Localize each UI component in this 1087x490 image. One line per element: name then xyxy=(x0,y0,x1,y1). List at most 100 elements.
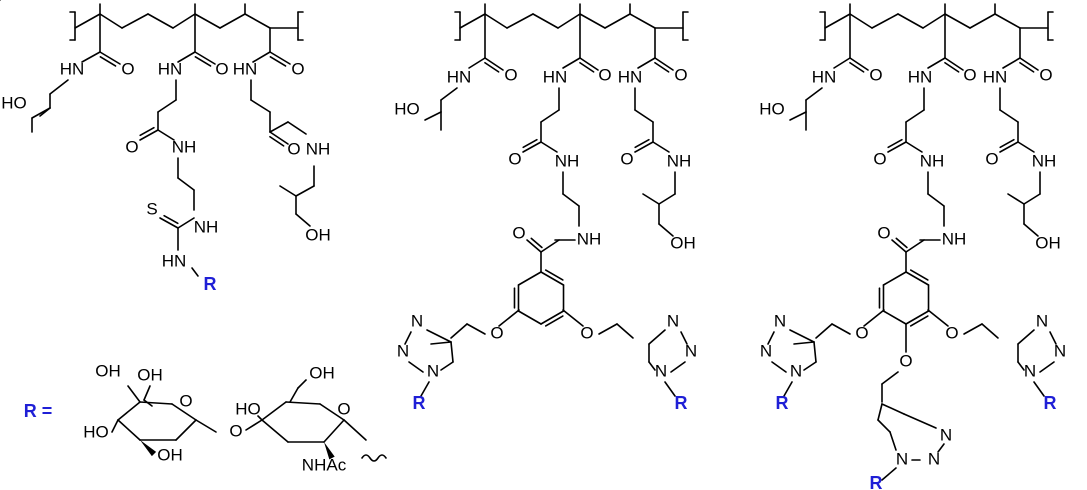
bond-175 xyxy=(999,109,1019,123)
bond-122 xyxy=(440,361,454,371)
atom-label-r: R xyxy=(413,393,426,413)
bond-149 xyxy=(849,57,869,71)
atom-label-o: O xyxy=(512,223,525,242)
atom-label-n: N xyxy=(928,449,940,468)
bond-76 xyxy=(579,57,599,71)
bond-143 xyxy=(994,13,1021,29)
bond-48 xyxy=(269,121,289,133)
bond-80 xyxy=(540,109,560,123)
bond-198 xyxy=(863,309,885,327)
bond-193 xyxy=(909,315,929,327)
atom-label-n: N xyxy=(790,361,802,380)
atom-label-o: O xyxy=(985,149,998,168)
bond-227 xyxy=(881,467,897,481)
bond-204 xyxy=(793,341,815,345)
bond-241 xyxy=(245,419,263,431)
bond-152 xyxy=(805,87,823,101)
attachment-wavy-bond xyxy=(361,454,387,462)
bond-68 xyxy=(484,57,504,71)
bond-71 xyxy=(440,87,458,101)
bond-30 xyxy=(157,129,175,141)
bond-55 xyxy=(459,13,486,29)
bond-218 xyxy=(881,371,899,385)
bond-126 xyxy=(420,381,430,397)
bond-35 xyxy=(159,217,179,229)
bond-127 xyxy=(562,309,584,327)
wedge-bond xyxy=(324,442,335,460)
bond-125 xyxy=(408,361,424,373)
bond-1 xyxy=(99,13,123,29)
bond-13 xyxy=(99,51,121,65)
bond-229 xyxy=(139,401,173,405)
atom-label-n: N xyxy=(1024,361,1036,380)
atom-label-hn: HN xyxy=(983,67,1008,86)
bond-199 xyxy=(831,323,851,335)
bond-165 xyxy=(905,141,923,153)
bond-22 xyxy=(194,51,216,65)
bond-244 xyxy=(319,403,345,421)
bond-192 xyxy=(905,310,930,325)
bond-225 xyxy=(937,443,945,453)
atom-label-o: O xyxy=(598,65,611,84)
atom-label-n: N xyxy=(397,341,409,360)
bond-90 xyxy=(654,57,674,71)
bond-58 xyxy=(532,13,559,29)
atom-label-r-equals: R = xyxy=(24,401,53,421)
bond-36 xyxy=(163,214,179,225)
bond-207 xyxy=(783,381,793,397)
bond-184 xyxy=(1023,223,1039,237)
atom-label-r: R xyxy=(204,274,217,294)
atom-label-hn: HN xyxy=(233,59,258,78)
bond-238 xyxy=(143,399,153,407)
bond-215 xyxy=(1039,361,1055,373)
atom-label-o: O xyxy=(620,149,633,168)
atom-label-oh: OH xyxy=(305,225,331,244)
atom-label-n: N xyxy=(427,361,439,380)
atom-label-oh: OH xyxy=(670,233,696,252)
atom-label-o: O xyxy=(215,59,228,78)
bond-167 xyxy=(927,193,945,207)
bond-189 xyxy=(905,271,930,286)
atom-label-nh: NH xyxy=(667,151,692,170)
bond-2 xyxy=(121,13,149,29)
bond-137 xyxy=(849,13,873,29)
atom-label-o: O xyxy=(869,65,882,84)
atom-label-o: O xyxy=(945,323,958,342)
atom-label-n: N xyxy=(1036,311,1048,330)
bond-108 xyxy=(540,271,565,286)
atom-label-o: O xyxy=(490,323,503,342)
atom-label-nh: NH xyxy=(1032,151,1057,170)
bond-239 xyxy=(111,419,119,433)
bond-129 xyxy=(616,323,634,339)
bond-0 xyxy=(74,13,101,29)
atom-label-o: O xyxy=(873,149,886,168)
bond-210 xyxy=(981,323,999,339)
bond-118 xyxy=(466,323,486,335)
atom-label-o: O xyxy=(179,391,192,410)
bond-245 xyxy=(323,419,345,443)
bond-173 xyxy=(1002,57,1021,69)
bond-42 xyxy=(252,51,271,63)
bond-121 xyxy=(450,341,454,363)
atom-label-nh: NH xyxy=(555,151,580,170)
atom-label-o: O xyxy=(855,323,868,342)
atom-label-o: O xyxy=(125,137,138,156)
bond-106 xyxy=(540,239,560,253)
bond-177 xyxy=(999,141,1019,153)
bond-141 xyxy=(944,13,971,29)
bond-237 xyxy=(143,385,151,401)
bond-220 xyxy=(877,403,883,421)
bond-230 xyxy=(171,403,197,421)
bond-97 xyxy=(634,138,650,149)
bond-206 xyxy=(771,361,787,373)
bond-57 xyxy=(506,13,534,29)
bond-116 xyxy=(517,271,542,286)
bond-40 xyxy=(269,51,291,65)
bond-178 xyxy=(999,138,1015,149)
bond-130 xyxy=(648,329,666,345)
atom-label-nhac: NHAc xyxy=(302,455,347,474)
bond-211 xyxy=(1017,329,1035,345)
atom-label-s: S xyxy=(146,199,157,218)
bond-70 xyxy=(468,57,486,69)
bond-54 xyxy=(295,213,311,227)
